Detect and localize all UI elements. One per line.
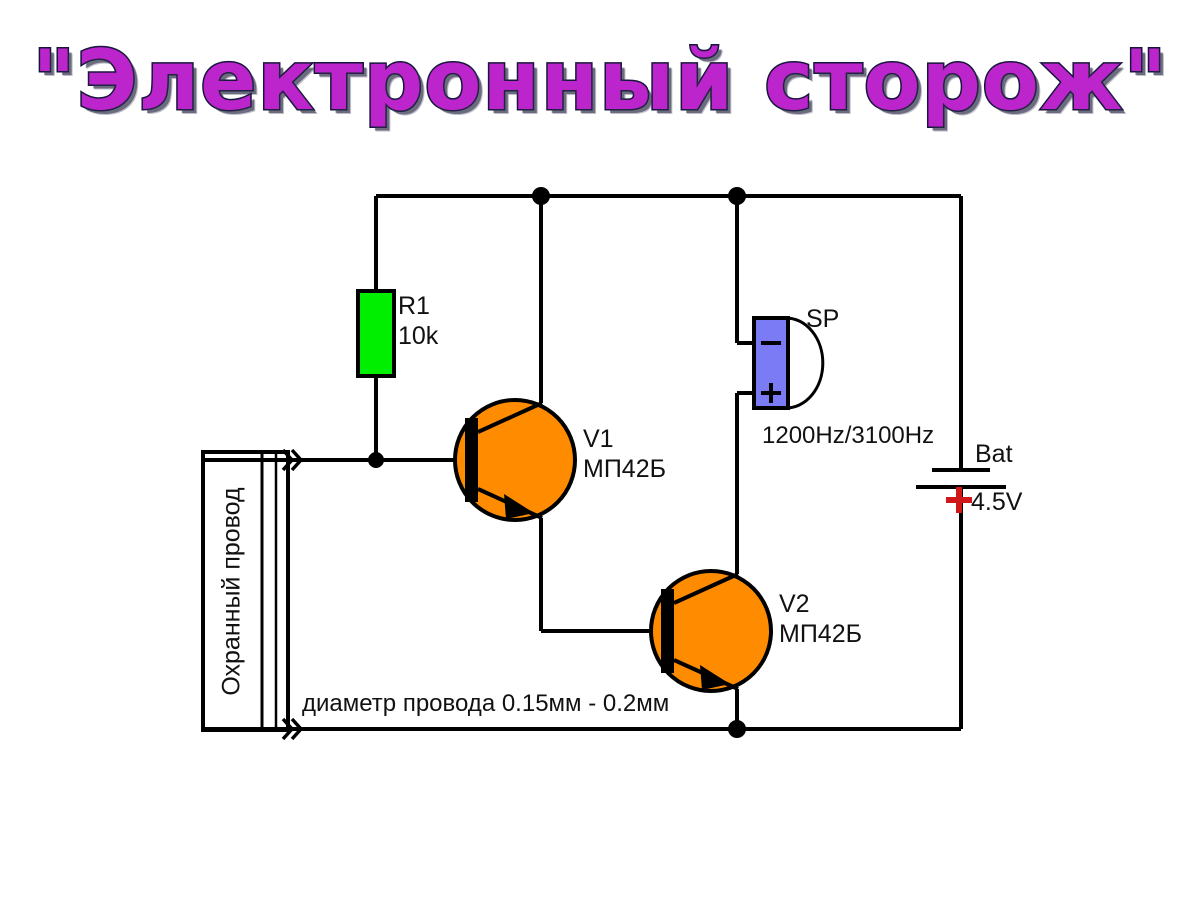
transistor-v2-symbol (649, 393, 773, 729)
security-wire-box (201, 450, 290, 732)
transistor-v1-ref-label: V1 (583, 425, 614, 453)
junction-dot-v1-collector (532, 187, 550, 205)
speaker-frequency-label: 1200Hz/3100Hz (762, 422, 935, 449)
wire-diameter-note: диаметр провода 0.15мм - 0.2мм (302, 690, 670, 717)
transistor-v1-symbol (453, 196, 577, 631)
speaker-sp-symbol (752, 316, 825, 410)
resistor-r1-ref-label: R1 (398, 292, 430, 320)
resistor-r1-symbol (356, 289, 396, 378)
transistor-v2-type-label: МП42Б (779, 620, 863, 648)
wire-break-marker-top (281, 448, 304, 472)
battery-ref-label: Bat (975, 440, 1013, 468)
battery-voltage-label: 4.5V (971, 488, 1023, 516)
resistor-r1-value-label: 10k (398, 322, 439, 350)
junction-dot-speaker-top (728, 187, 746, 205)
junction-dot-v2-emitter (728, 720, 746, 738)
transistor-v1-type-label: МП42Б (583, 455, 667, 483)
speaker-branch-wire (735, 196, 754, 395)
speaker-ref-label: SP (806, 305, 840, 333)
battery-polarity-plus-icon (944, 485, 974, 515)
wire-break-marker-bottom (281, 717, 304, 741)
junction-dot-r1-base (368, 452, 384, 468)
transistor-v2-ref-label: V2 (779, 590, 810, 618)
